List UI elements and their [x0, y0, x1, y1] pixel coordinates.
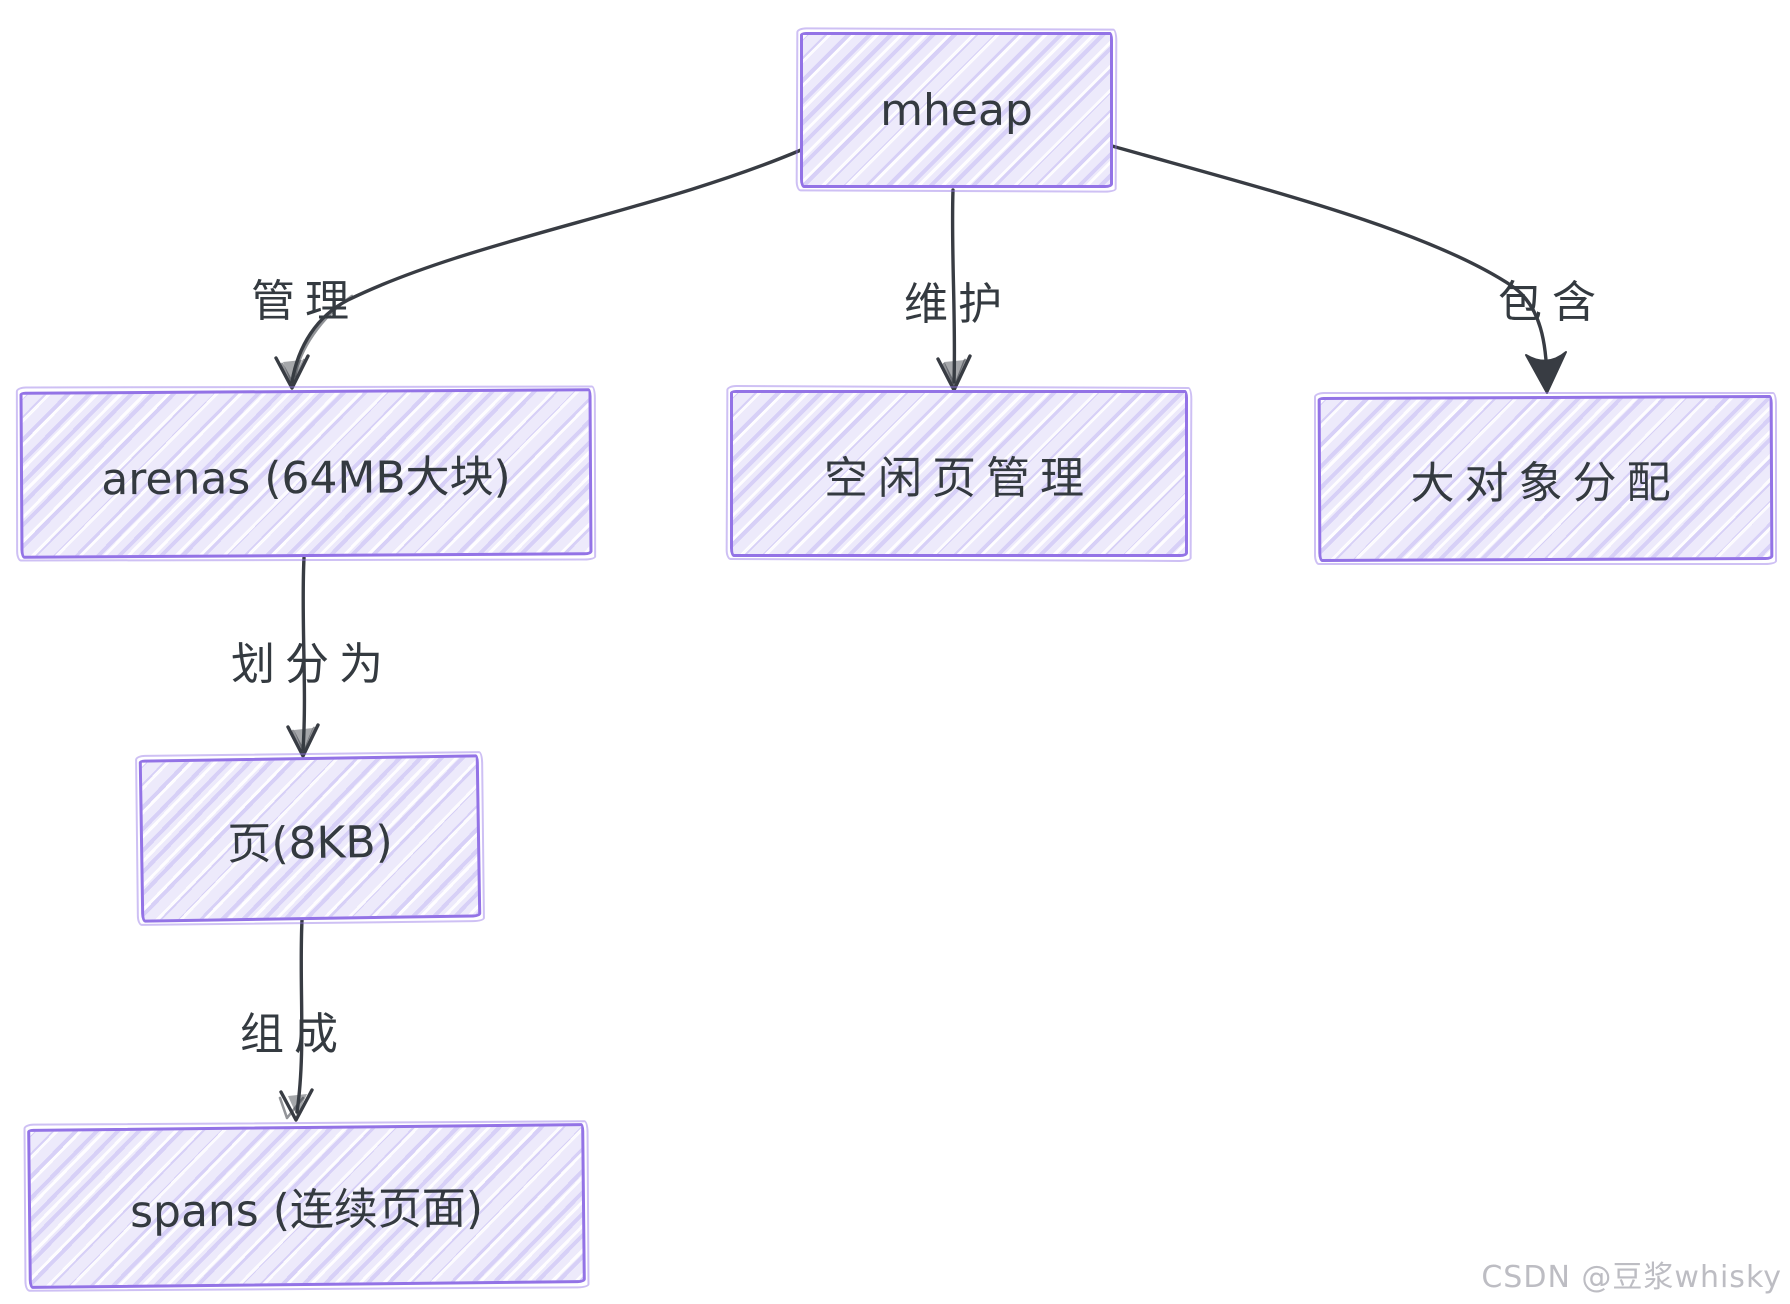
node-free-page-management-label: 空闲页管理 — [824, 452, 1094, 504]
watermark-text: CSDN @豆浆whisky — [1481, 1260, 1782, 1295]
node-spans-label: spans (连续页面) — [129, 1183, 484, 1238]
edge-label-contain: 包含 — [1498, 277, 1606, 328]
node-page-8kb-label: 页(8KB) — [226, 816, 394, 870]
node-arenas-label: arenas (64MB大块) — [101, 451, 511, 505]
edge-label-compose: 组成 — [240, 1009, 348, 1060]
node-mheap-label: mheap — [880, 84, 1033, 136]
node-page-8kb: 页(8KB) — [138, 754, 482, 923]
edge-label-maintain: 维护 — [904, 279, 1012, 330]
edge-label-manage: 管理 — [251, 276, 359, 327]
node-large-object-allocation: 大对象分配 — [1317, 395, 1774, 562]
node-large-object-allocation-label: 大对象分配 — [1410, 456, 1681, 510]
node-mheap: mheap — [800, 32, 1113, 188]
node-free-page-management: 空闲页管理 — [730, 390, 1188, 557]
node-spans: spans (连续页面) — [27, 1123, 586, 1289]
edge-label-divide: 划分为 — [231, 639, 393, 690]
node-arenas: arenas (64MB大块) — [19, 388, 593, 559]
